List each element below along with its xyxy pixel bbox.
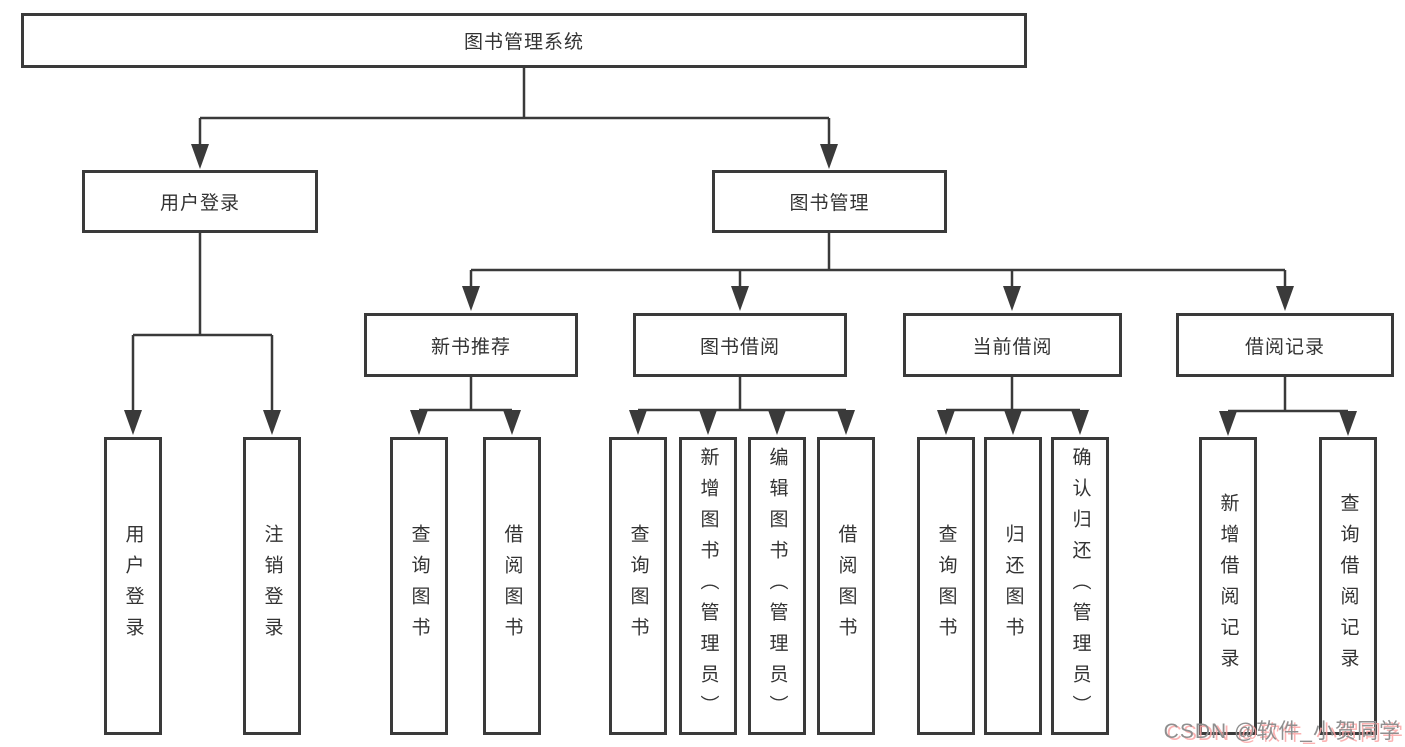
arrowhead	[1004, 410, 1022, 435]
arrowhead	[462, 286, 480, 311]
leaf-user-login: 用户登录	[104, 437, 162, 735]
arrowhead	[1071, 410, 1089, 435]
node-current-borrow: 当前借阅	[903, 313, 1122, 377]
node-library-system: 图书管理系统	[21, 13, 1027, 68]
arrowhead	[629, 410, 647, 435]
leaf-label: 查询图书	[627, 524, 649, 648]
node-book-management: 图书管理	[712, 170, 947, 233]
node-label: 当前借阅	[972, 336, 1053, 358]
leaf-label: 确认归还（管理员）	[1069, 446, 1091, 726]
arrowhead	[1219, 411, 1237, 436]
watermark-text: CSDN @软件_小贺同学	[1163, 720, 1401, 743]
leaf-add-books-admin: 新增图书（管理员）	[679, 437, 737, 735]
node-user-login: 用户登录	[82, 170, 318, 233]
leaf-add-borrow-record: 新增借阅记录	[1199, 437, 1257, 735]
leaf-label: 借阅图书	[501, 524, 523, 648]
leaf-label: 注销登录	[261, 524, 283, 648]
arrowhead	[503, 410, 521, 435]
node-new-book-recommend: 新书推荐	[364, 313, 578, 377]
leaf-label: 查询图书	[935, 524, 957, 648]
arrowhead	[124, 410, 142, 435]
leaf-borrow-books-recommend: 借阅图书	[483, 437, 541, 735]
leaf-borrow-books: 借阅图书	[817, 437, 875, 735]
arrowhead	[1276, 286, 1294, 311]
node-label: 图书借阅	[699, 336, 780, 358]
arrowhead	[699, 410, 717, 435]
leaf-confirm-return-admin: 确认归还（管理员）	[1051, 437, 1109, 735]
leaf-logout: 注销登录	[243, 437, 301, 735]
leaf-label: 用户登录	[122, 524, 144, 648]
arrowhead	[1339, 411, 1357, 436]
arrowhead	[837, 410, 855, 435]
leaf-return-books: 归还图书	[984, 437, 1042, 735]
arrowhead	[768, 410, 786, 435]
arrowhead	[410, 410, 428, 435]
leaf-query-borrow-record: 查询借阅记录	[1319, 437, 1377, 735]
arrowhead	[1003, 286, 1021, 311]
leaf-edit-books-admin: 编辑图书（管理员）	[748, 437, 806, 735]
leaf-label: 查询借阅记录	[1337, 493, 1359, 679]
arrowhead	[263, 410, 281, 435]
node-label: 图书管理	[789, 193, 870, 214]
arrowhead	[820, 144, 838, 169]
arrowhead	[937, 410, 955, 435]
leaf-label: 归还图书	[1002, 524, 1024, 648]
node-label: 新书推荐	[430, 336, 511, 358]
arrowhead	[731, 286, 749, 311]
arrowhead	[191, 144, 209, 169]
leaf-label: 编辑图书（管理员）	[766, 446, 788, 726]
leaf-query-books-borrow: 查询图书	[609, 437, 667, 735]
leaf-label: 新增图书（管理员）	[697, 446, 719, 726]
leaf-query-books-current: 查询图书	[917, 437, 975, 735]
leaf-query-books-recommend: 查询图书	[390, 437, 448, 735]
leaf-label: 查询图书	[408, 524, 430, 648]
leaf-label: 新增借阅记录	[1217, 493, 1239, 679]
node-label: 图书管理系统	[463, 32, 584, 53]
node-book-borrow: 图书借阅	[633, 313, 847, 377]
node-label: 用户登录	[159, 193, 240, 214]
leaf-label: 借阅图书	[835, 524, 857, 648]
node-borrow-record: 借阅记录	[1176, 313, 1394, 377]
node-label: 借阅记录	[1244, 336, 1325, 358]
